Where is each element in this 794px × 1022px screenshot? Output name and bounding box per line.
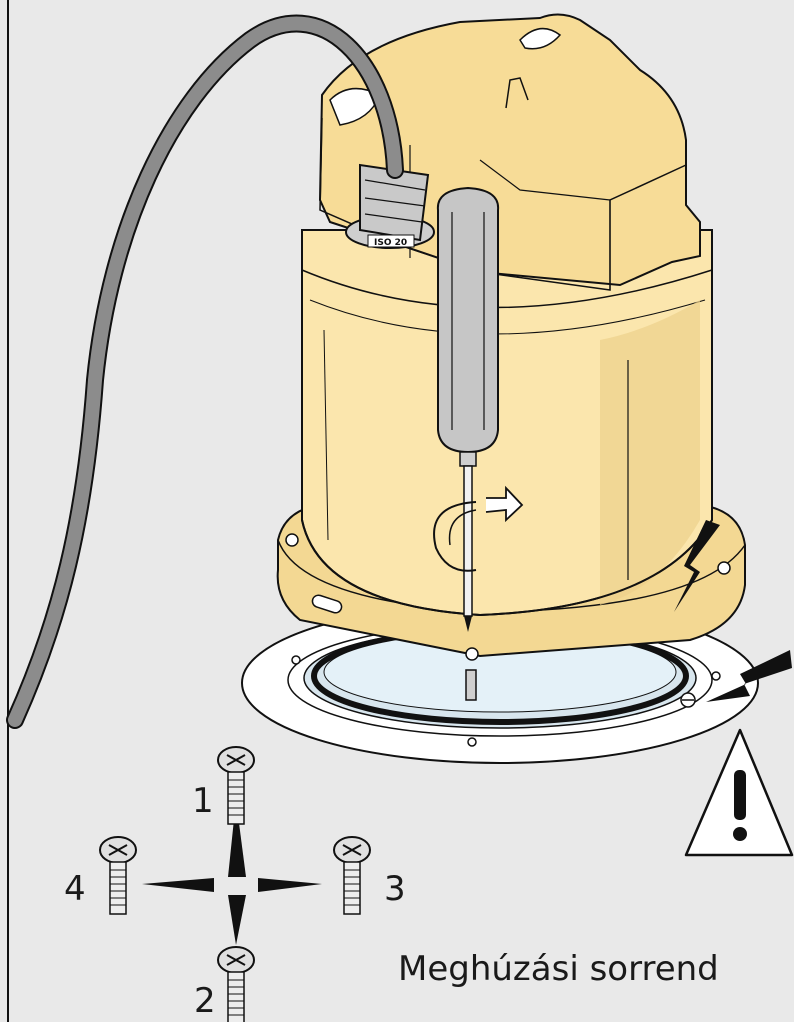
screw-number-3: 3 [384,869,406,909]
pointer-arrow-lower [706,650,792,702]
warning-triangle-icon [684,728,794,857]
screw-number-1: 1 [192,781,214,821]
pointer-arrow-upper [674,520,720,612]
tightening-order-caption: Meghúzási sorrend [398,949,719,989]
arrow-to-screw-1 [228,800,246,877]
screw-number-4: 4 [64,869,86,909]
rotation-arrow-icon [433,485,524,572]
arrow-to-screw-2 [228,895,246,945]
screw-3-icon [333,836,371,915]
mounting-ring [241,602,759,764]
device-housing [276,13,746,661]
screw-2-icon [217,946,255,1022]
screw-1-icon [217,746,255,825]
screwdriver-icon [436,186,500,632]
cable-gland: ISO 20 [345,163,435,249]
tightening-order: 1 2 3 4 [64,746,406,1022]
screw-4-icon [99,836,137,915]
arrow-to-screw-3 [258,878,322,892]
arrow-to-screw-4 [142,878,214,892]
screw-number-2: 2 [194,981,216,1021]
fitting-tag-label: ISO 20 [374,238,407,248]
